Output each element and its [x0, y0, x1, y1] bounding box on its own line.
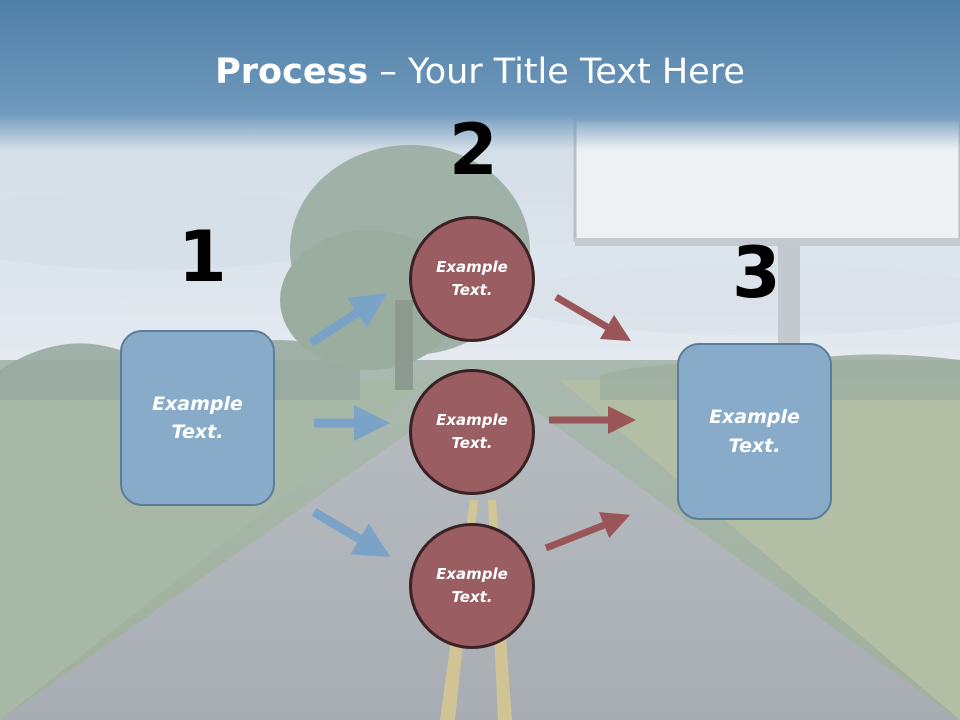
right-box-line1: Example — [709, 406, 800, 428]
step-number-3: 3 — [732, 232, 781, 314]
circle-3-line1: Example — [436, 564, 508, 583]
step-number-1: 1 — [178, 216, 227, 298]
title-bold: Process — [215, 52, 369, 92]
right-box-line2: Text. — [728, 434, 781, 457]
circle-1-line2: Text. — [451, 281, 493, 299]
title-band — [0, 0, 960, 150]
circle-3-line2: Text. — [451, 588, 493, 606]
left-box-line2: Text. — [171, 421, 224, 443]
page-title: Process – Your Title Text Here — [0, 52, 960, 92]
circle-2-line2: Text. — [451, 434, 493, 452]
step-number-2: 2 — [449, 109, 498, 191]
circle-2-line1: Example — [436, 410, 508, 429]
title-rest: – Your Title Text Here — [368, 52, 745, 92]
circle-1-line1: Example — [436, 257, 508, 276]
left-box-line1: Example — [152, 392, 243, 415]
